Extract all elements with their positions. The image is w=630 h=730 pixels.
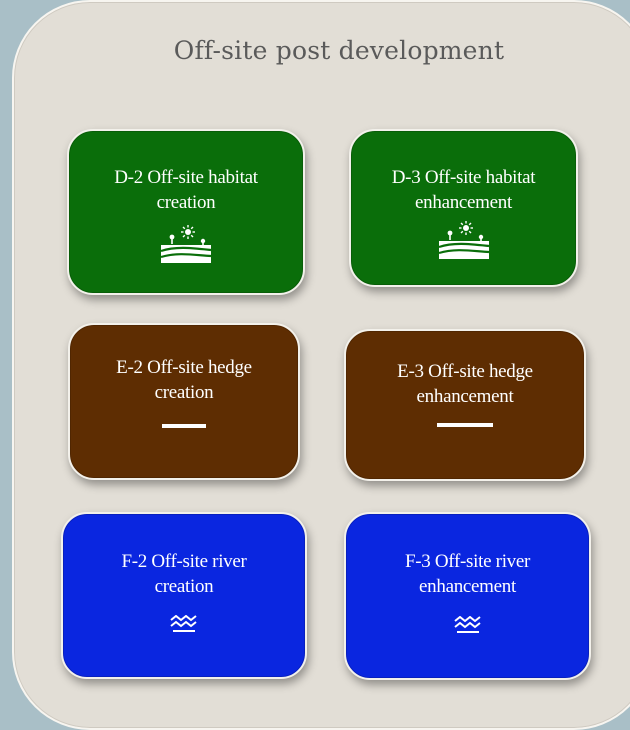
- card-d3-label: D-3 Off-site habitat enhancement: [391, 167, 536, 213]
- card-f3-label: F-3 Off-site river enhancement: [404, 551, 531, 597]
- card-e2-hedge-creation[interactable]: E-2 Off-site hedge creation: [68, 323, 300, 480]
- hedge-line-icon: [437, 423, 493, 427]
- field-sun-icon: [438, 221, 489, 259]
- field-sun-icon: [160, 225, 212, 263]
- card-d3-habitat-enhancement[interactable]: D-3 Off-site habitat enhancement: [349, 129, 578, 287]
- card-e2-label: E-2 Off-site hedge creation: [116, 357, 252, 403]
- card-f3-river-enhancement[interactable]: F-3 Off-site river enhancement: [344, 512, 591, 680]
- card-e3-hedge-enhancement[interactable]: E-3 Off-site hedge enhancement: [344, 329, 586, 481]
- card-f2-river-creation[interactable]: F-2 Off-site river creation: [61, 512, 307, 679]
- card-d2-habitat-creation[interactable]: D-2 Off-site habitat creation: [67, 129, 305, 295]
- card-d2-label: D-2 Off-site habitat creation: [114, 167, 258, 213]
- panel-title: Off-site post development: [173, 36, 505, 65]
- water-waves-icon: [170, 615, 197, 632]
- card-f2-label: F-2 Off-site river creation: [121, 551, 247, 597]
- card-e3-label: E-3 Off-site hedge enhancement: [397, 361, 533, 407]
- hedge-line-icon: [162, 424, 206, 428]
- water-waves-icon: [453, 616, 481, 633]
